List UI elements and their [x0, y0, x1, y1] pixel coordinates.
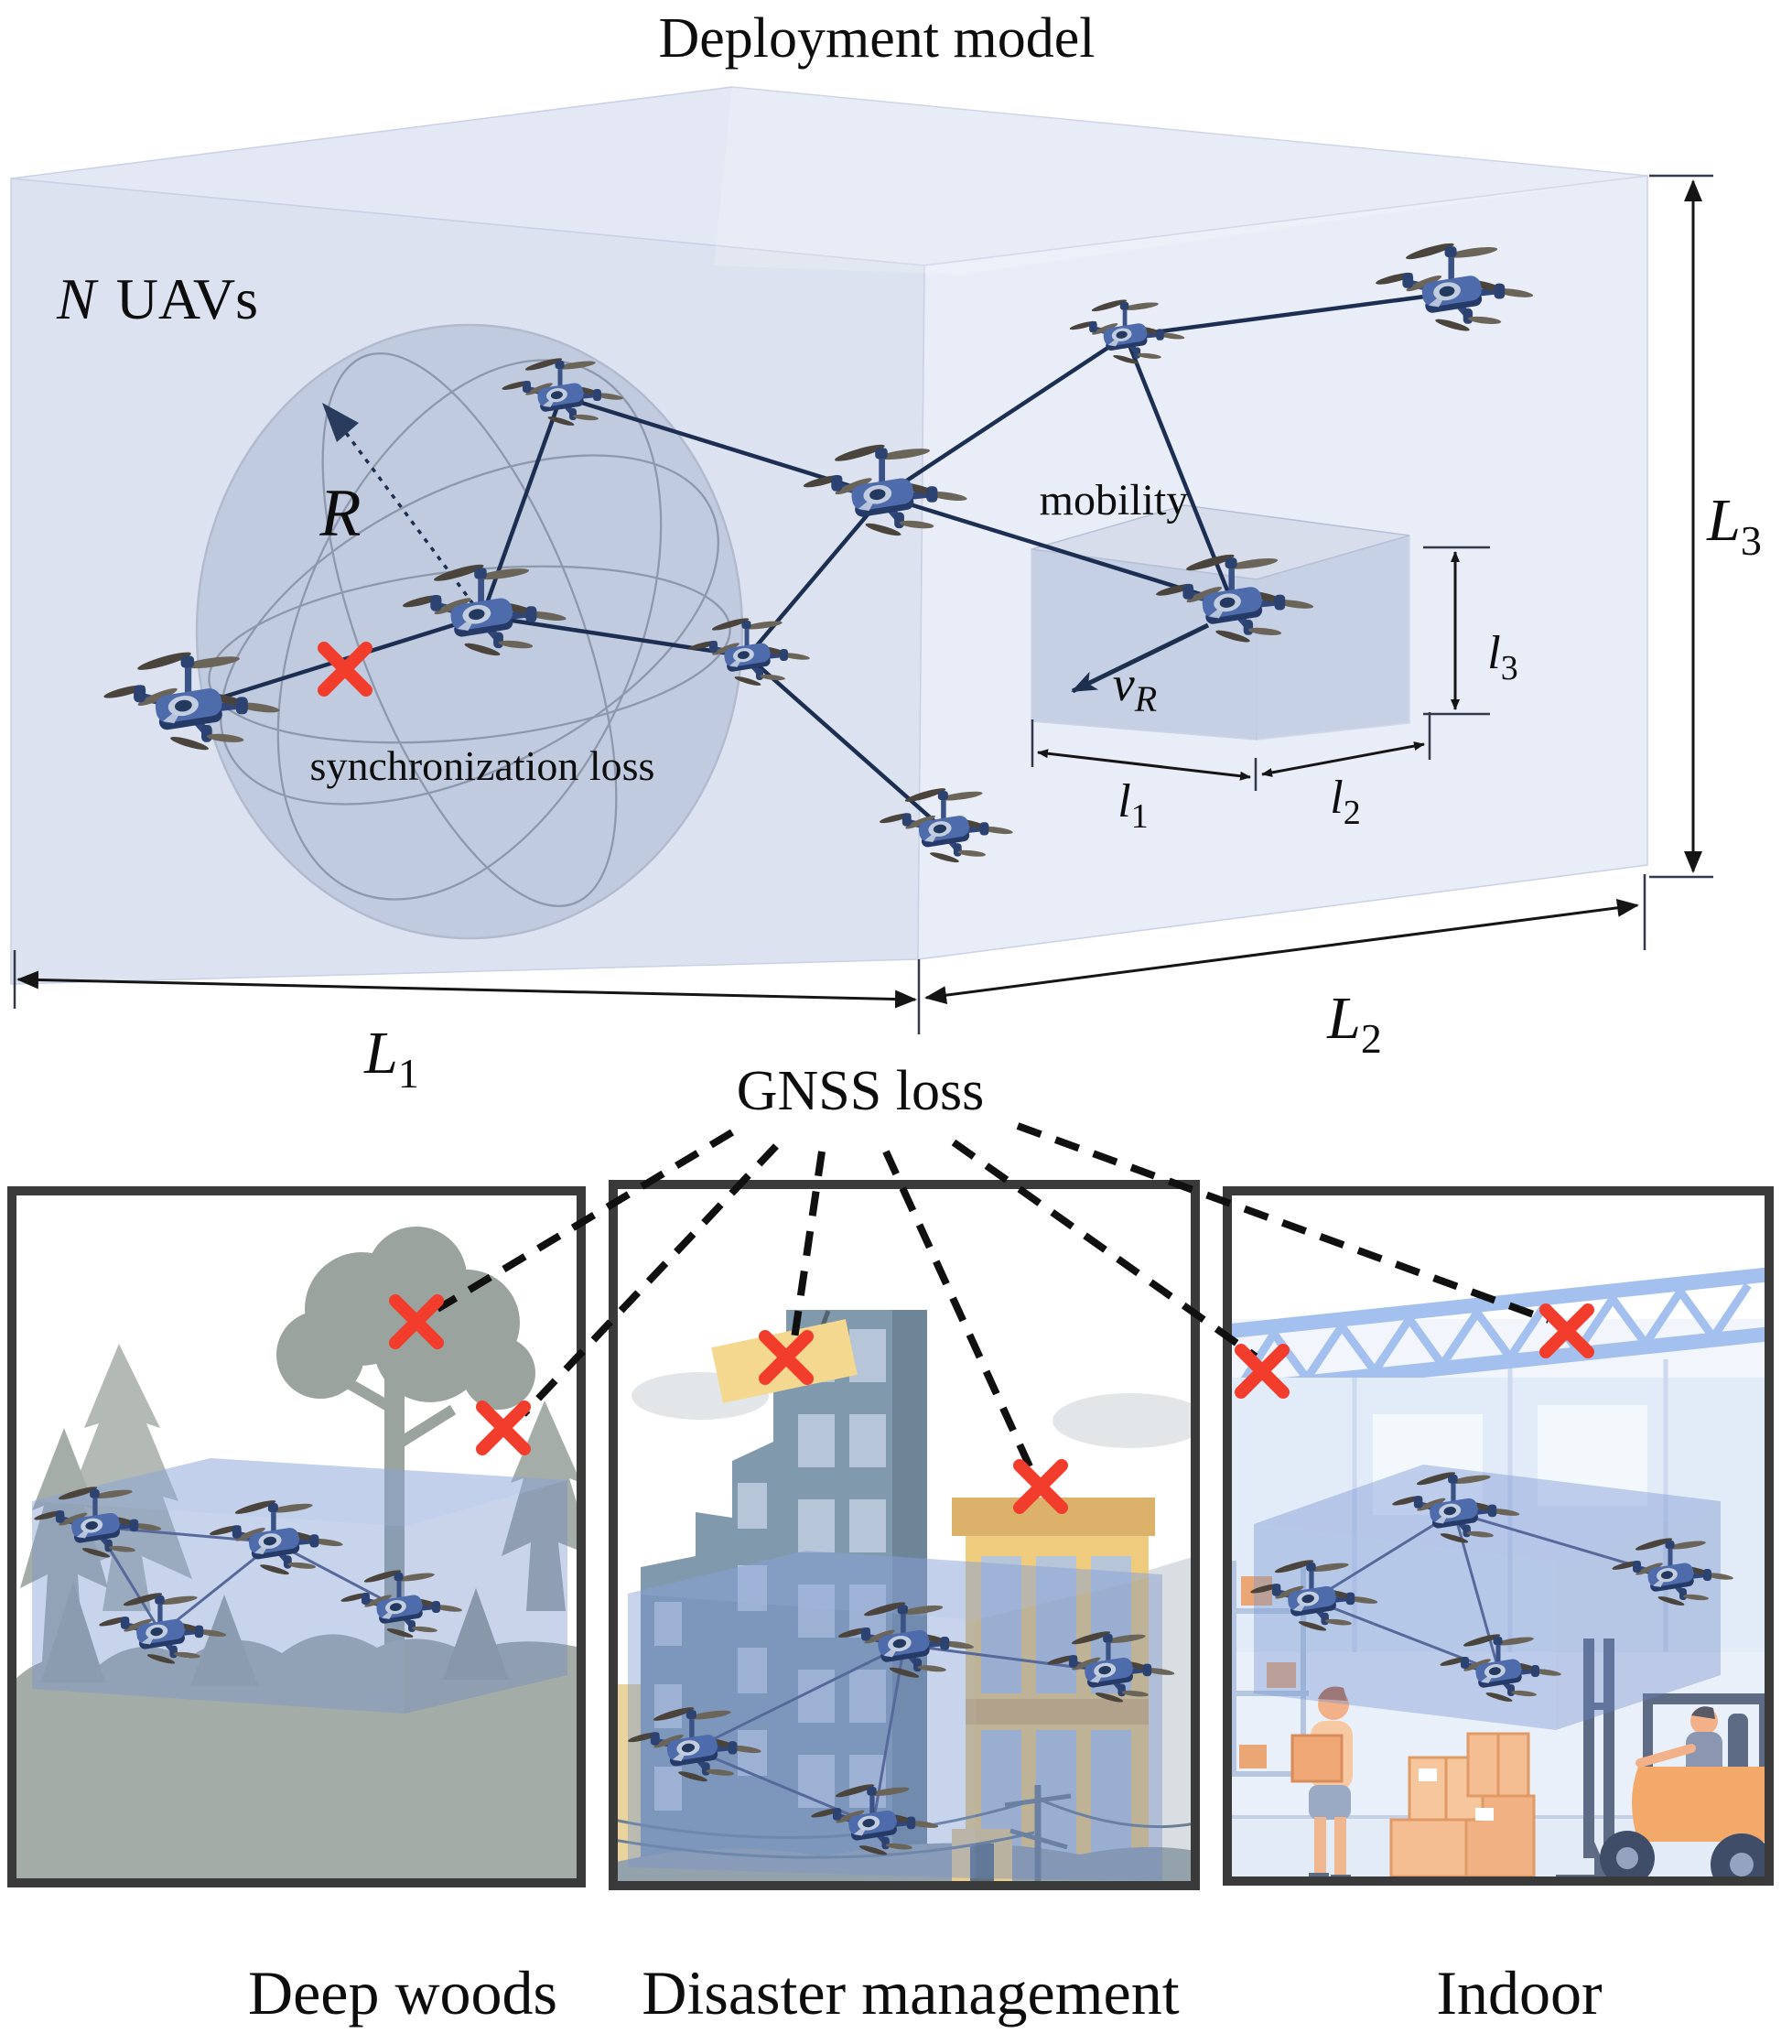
- forklift: [1556, 1638, 1769, 1881]
- label-L1: L1: [363, 1020, 419, 1097]
- gnss-loss-line: [791, 1151, 826, 1339]
- velocity-arrow: [1071, 622, 1210, 694]
- label-L2: L2: [1326, 985, 1382, 1062]
- velocity-label: vR: [1113, 656, 1157, 719]
- panel-caption-disaster: Disaster management: [642, 1958, 1179, 2028]
- gnss-loss-label: GNSS loss: [737, 1060, 985, 1122]
- radius-label: R: [318, 476, 361, 551]
- forest-mass: [41, 1582, 105, 1682]
- cardboard-boxes: [1389, 1732, 1536, 1878]
- label-l1: l1: [1117, 775, 1148, 836]
- dim-l2: [1261, 712, 1431, 777]
- label-L3: L3: [1706, 487, 1762, 564]
- swarm-zone-box: [32, 1458, 567, 1714]
- gnss-loss-line: [951, 1139, 1258, 1360]
- small-house-door: [970, 1844, 994, 1886]
- dim-L3: [1649, 174, 1713, 879]
- dim-l3: [1423, 546, 1490, 716]
- dim-l1: [1031, 719, 1258, 791]
- forest-mass: [443, 1588, 509, 1680]
- gnss-loss-line: [435, 1129, 735, 1313]
- swarm-zone-box: [628, 1551, 1162, 1881]
- panel-border: [609, 1180, 1200, 1890]
- mobility-label: mobility: [1040, 476, 1189, 525]
- rubble: [613, 1843, 1195, 1886]
- gnss-loss-line: [521, 1143, 779, 1417]
- panel-caption-indoor: Indoor: [1436, 1958, 1603, 2028]
- panel-border: [7, 1186, 586, 1887]
- panel-caption-deep-woods: Deep woods: [248, 1958, 557, 2028]
- cloud: [1053, 1393, 1195, 1448]
- label-l2: l2: [1330, 772, 1360, 832]
- label-l3: l3: [1487, 627, 1517, 687]
- power-pole: [613, 1785, 1195, 1886]
- forest-mass: [12, 1634, 581, 1883]
- panel-indoor: [1223, 1186, 1774, 1886]
- gnss-loss-line: [882, 1150, 1033, 1468]
- radius-arrow: [322, 403, 475, 606]
- panel-deep-woods: [7, 1186, 586, 1887]
- panel-disaster-management: [609, 1180, 1200, 1890]
- page-title: Deployment model: [659, 7, 1096, 70]
- panel-border: [1223, 1186, 1774, 1886]
- forest-mass: [190, 1595, 258, 1686]
- dim-L2: [924, 874, 1646, 1005]
- worker: [1290, 1686, 1353, 1881]
- dim-L1: [13, 950, 921, 1034]
- sync-loss-label: synchronization loss: [310, 742, 655, 789]
- gnss-loss-line: [1016, 1122, 1550, 1324]
- gnss-loss-lines: [435, 1122, 1550, 1468]
